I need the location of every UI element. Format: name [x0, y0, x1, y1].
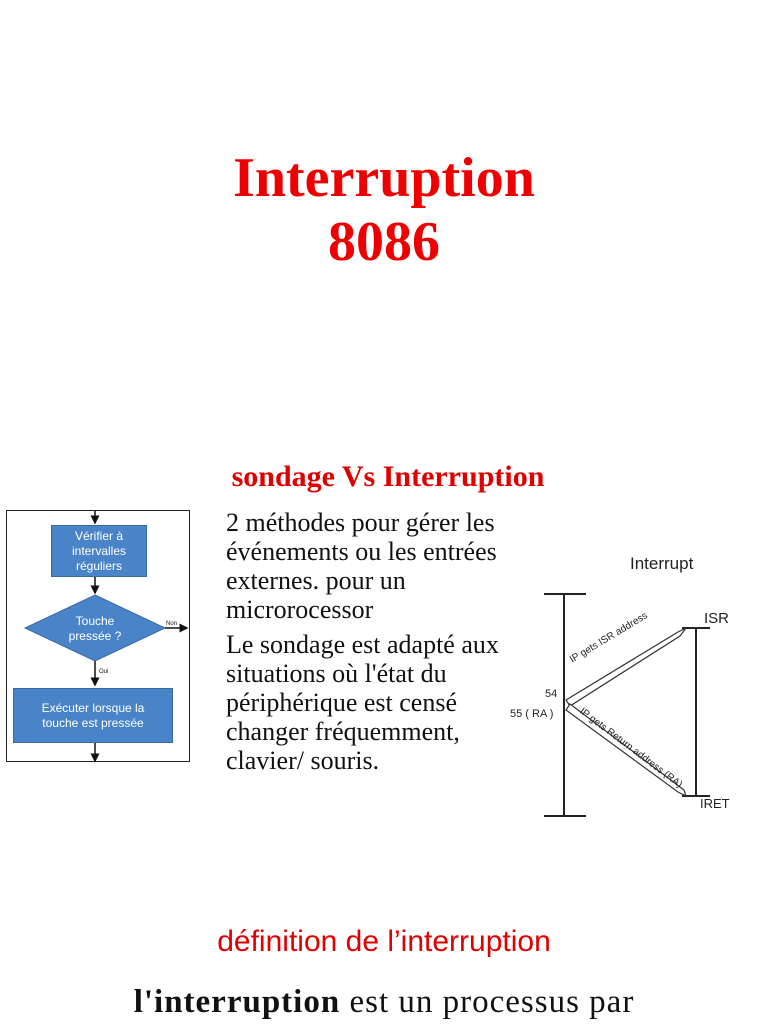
definition-rest: est un processus par	[340, 984, 635, 1020]
body-text: 2 méthodes pour gérer les événements ou …	[226, 508, 526, 781]
interrupt-diagram: Interrupt ISR IRET 54 55 ( RA ) IP gets …	[500, 540, 750, 830]
flowchart-connectors	[23, 511, 189, 763]
address-55-label: 55 ( RA )	[510, 708, 554, 720]
title-line-2: 8086	[328, 211, 440, 273]
box1-line-2: intervalles	[71, 543, 127, 558]
polling-flowchart: Vérifier à intervalles réguliers Touche …	[6, 510, 190, 763]
check-interval-box: Vérifier à intervalles réguliers	[51, 525, 147, 577]
box2-line-1: Exécuter lorsque la	[41, 700, 145, 715]
box1-line-3: réguliers	[75, 558, 123, 573]
diamond-label: Touche pressée ?	[55, 614, 135, 644]
definition-title: définition de l’interruption	[217, 925, 551, 958]
iret-label: IRET	[700, 796, 730, 811]
execute-box: Exécuter lorsque la touche est pressée	[13, 688, 173, 743]
paragraph-methods: 2 méthodes pour gérer les événements ou …	[226, 508, 497, 624]
box1-line-1: Vérifier à	[74, 528, 124, 543]
arrow-to-return	[565, 703, 688, 798]
interrupt-label: Interrupt	[630, 554, 694, 573]
isr-label: ISR	[704, 610, 730, 627]
section-title: sondage Vs Interruption	[231, 460, 545, 493]
arrow-to-isr	[565, 627, 687, 707]
paragraph-polling: Le sondage est adapté aux situations où …	[226, 630, 499, 775]
definition-term: l'interruption	[133, 984, 341, 1020]
title-line-1: Interruption	[233, 147, 535, 209]
slide-title: Interruption 8086	[0, 146, 768, 274]
branch-yes-label: Oui	[99, 669, 109, 675]
address-54-label: 54	[545, 688, 558, 700]
interrupt-diagram-lines	[544, 593, 710, 817]
diamond-line-1: Touche	[75, 614, 115, 628]
box2-line-2: touche est pressée	[42, 715, 144, 730]
branch-no-label: Non	[166, 621, 178, 627]
definition-text: l'interruption est un processus par	[0, 980, 768, 1024]
diamond-line-2: pressée ?	[68, 629, 122, 643]
